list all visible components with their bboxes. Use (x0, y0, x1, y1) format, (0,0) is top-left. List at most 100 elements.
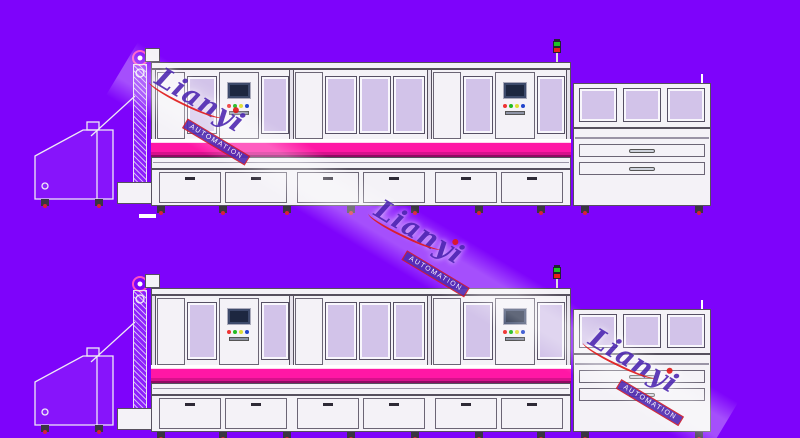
hmi-screen (503, 82, 527, 99)
viewing-window (261, 76, 289, 134)
frame-post (151, 295, 156, 368)
viewing-window (463, 302, 493, 360)
conveyor-top-edge (151, 139, 571, 142)
conveyor-stripe (151, 368, 571, 383)
button-row (503, 329, 527, 334)
stack-light-red (553, 47, 561, 53)
frame-post (289, 69, 294, 142)
conveyor-stripe (151, 142, 571, 157)
machine-foot (695, 432, 703, 438)
stack-light-cap (554, 265, 560, 267)
lower-cabinet-door (435, 398, 497, 429)
machine-line-top (33, 36, 725, 222)
lower-cabinet-door (225, 172, 287, 203)
elevator-sprocket-hub (137, 281, 143, 287)
lower-cabinet-door (501, 398, 563, 429)
button-yellow-icon (515, 329, 519, 334)
machine-foot (157, 206, 165, 215)
feeder-elevator-outline (34, 276, 148, 426)
door-handle-icon (185, 177, 195, 180)
feeder-body (34, 129, 114, 200)
cabinet-door (433, 298, 461, 365)
machine-foot (475, 432, 483, 438)
button-green-icon (233, 103, 237, 108)
machine-line-bottom (33, 262, 725, 438)
machine-foot (95, 425, 103, 434)
door-handle-icon (389, 403, 399, 406)
button-blue-icon (521, 329, 525, 334)
machine-foot (283, 432, 291, 438)
button-red-icon (227, 329, 231, 334)
station-window (579, 88, 617, 122)
machine-foot (411, 432, 419, 438)
lower-cabinet-door (297, 172, 359, 203)
door-handle-icon (461, 403, 471, 406)
stack-light-cap (554, 39, 560, 41)
stack-light-green (553, 267, 561, 273)
button-red-icon (503, 103, 507, 108)
button-blue-icon (245, 103, 249, 108)
station-drawer (579, 388, 705, 401)
hmi-screen (227, 82, 251, 99)
viewing-window (187, 76, 217, 134)
dimension-dash (139, 214, 156, 218)
cabinet-door (295, 298, 323, 365)
button-red-icon (227, 103, 231, 108)
lower-cabinet-door (225, 398, 287, 429)
station-antenna (701, 300, 703, 309)
door-handle-icon (323, 403, 333, 406)
lower-cabinet-door (297, 398, 359, 429)
button-green-icon (509, 329, 513, 334)
frame-post (151, 69, 156, 142)
viewing-window (393, 76, 425, 134)
button-blue-icon (521, 103, 525, 108)
conveyor-top-edge (151, 365, 571, 368)
elevator-sprocket-hub (137, 55, 143, 61)
elevator-motor (145, 48, 160, 62)
machine-foot (475, 206, 483, 215)
viewing-window (325, 302, 357, 360)
keyboard-slot (505, 337, 525, 341)
keyboard-slot (505, 111, 525, 115)
drawer-handle-icon (629, 166, 655, 171)
button-row (503, 103, 527, 108)
machine-foot (219, 206, 227, 215)
feeder-body (34, 355, 114, 426)
cabinet-door (157, 298, 185, 365)
machine-foot (537, 206, 545, 215)
viewing-window (537, 302, 565, 360)
station-window (667, 314, 705, 348)
viewing-window (463, 76, 493, 134)
frame-post (289, 295, 294, 368)
machine-foot (41, 425, 49, 434)
machine-foot (347, 206, 355, 215)
shelf-line (153, 162, 569, 163)
viewing-window (393, 302, 425, 360)
keyboard-slot (229, 111, 249, 115)
drawer-handle-icon (629, 148, 655, 153)
lower-cabinet-door (363, 172, 425, 203)
machine-top-beam (151, 288, 571, 295)
machine-foot (157, 432, 165, 438)
machine-foot (219, 432, 227, 438)
stack-light-green (553, 41, 561, 47)
cabinet-door (157, 72, 185, 139)
stack-light-red (553, 273, 561, 279)
machine-foot (695, 206, 703, 215)
hmi-screen (227, 308, 251, 325)
viewing-window (359, 302, 391, 360)
machine-foot (537, 432, 545, 438)
elevator-brace (90, 95, 136, 137)
station-window (667, 88, 705, 122)
machine-foot (95, 199, 103, 208)
viewing-window (261, 302, 289, 360)
machine-top-beam (151, 62, 571, 69)
viewing-window (187, 302, 217, 360)
button-row (227, 103, 251, 108)
keyboard-slot (229, 337, 249, 341)
station-window (623, 314, 661, 348)
drawer-handle-icon (629, 374, 655, 379)
machine-foot (283, 206, 291, 215)
lower-cabinet-door (159, 172, 221, 203)
